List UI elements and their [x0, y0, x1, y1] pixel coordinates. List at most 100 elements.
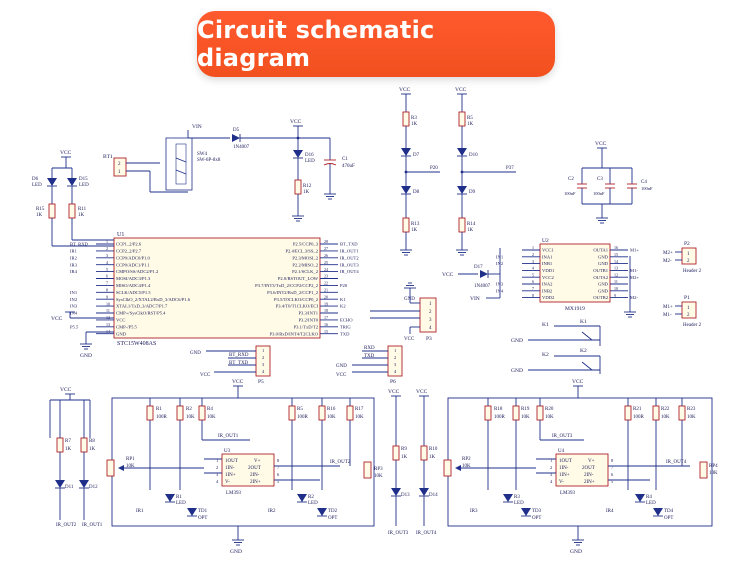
- r11-ref: R11: [78, 207, 87, 212]
- svg-text:V+: V+: [254, 459, 261, 464]
- svg-text:OPT: OPT: [328, 516, 337, 521]
- ir2-label: IR2: [268, 509, 276, 514]
- pin-label: OUTB2: [593, 295, 609, 300]
- vcc-label-irl: VCC: [232, 379, 244, 385]
- d6-ref: D6: [32, 177, 39, 182]
- resistor-r11: R11 1K: [68, 203, 87, 219]
- svg-text:2: 2: [687, 313, 690, 318]
- svg-text:RP2: RP2: [462, 457, 471, 462]
- pin-number: 19: [324, 301, 328, 306]
- d6-name: LED: [32, 183, 42, 188]
- svg-text:R8: R8: [89, 439, 95, 444]
- r12-ref: R12: [303, 184, 312, 189]
- svg-text:2: 2: [118, 162, 121, 167]
- resistor-r10: R10 1K: [420, 445, 438, 461]
- net-label: IR2: [70, 255, 78, 260]
- net-label: P5.5: [70, 324, 79, 329]
- pin-label: GND: [598, 254, 609, 259]
- pin-number: 13: [614, 266, 618, 271]
- net-label: IR_OUT3: [340, 262, 359, 267]
- resistor-r18: R18 100R: [484, 405, 506, 421]
- d15-ref: D15: [79, 177, 88, 182]
- r15-name: 1K: [36, 213, 43, 218]
- svg-text:M1+: M1+: [663, 305, 673, 310]
- pin-number: 8: [532, 293, 534, 298]
- pin-number: 1: [106, 239, 108, 244]
- gnd-label-irr: GND: [570, 549, 582, 555]
- d16-name: LED: [305, 159, 315, 164]
- svg-text:OPT: OPT: [198, 516, 207, 521]
- pin-label: P2.2/MISO_2: [292, 262, 318, 267]
- svg-text:10K: 10K: [661, 415, 670, 420]
- pin-label: OUTB1: [593, 268, 609, 273]
- net-label: IR4: [70, 269, 78, 274]
- svg-text:OPT: OPT: [664, 516, 673, 521]
- svg-text:2IN-: 2IN-: [584, 473, 594, 478]
- u2-ref: U2: [542, 238, 549, 244]
- c2-ref: C2: [568, 177, 574, 182]
- svg-text:5: 5: [277, 479, 280, 484]
- resistor-r4: R4 10K: [198, 405, 216, 421]
- svg-text:4: 4: [216, 479, 219, 484]
- pin-number: 21: [324, 288, 328, 293]
- net-label: BT_TXD: [340, 242, 358, 247]
- pin-number: 8: [106, 288, 108, 293]
- led-d13: D13: [390, 487, 410, 498]
- svg-text:R4: R4: [207, 407, 213, 412]
- svg-text:R22: R22: [661, 407, 670, 412]
- svg-text:M1-: M1-: [663, 313, 672, 318]
- pin-label: INB2: [542, 288, 553, 293]
- d10-ref: D10: [469, 153, 478, 158]
- c3-ref: C3: [597, 177, 603, 182]
- pin-label: P2.4/ECI_3/SS_2: [285, 249, 318, 254]
- svg-text:D13: D13: [401, 493, 410, 498]
- pin-label: CMP-/P5.5: [116, 324, 138, 329]
- pin-number: 7: [532, 286, 534, 291]
- pin-label: P3.5/T0CLKO/CCP0_2: [274, 297, 319, 302]
- pin-number: 6: [106, 274, 108, 279]
- svg-text:10K: 10K: [207, 415, 216, 420]
- svg-text:8: 8: [277, 458, 280, 463]
- diode-d17: D17 1N4007: [474, 265, 491, 289]
- ir-led-r2: R2 LED: [296, 493, 318, 506]
- pin-label: P3.2/INT0: [298, 318, 318, 323]
- pin-number: 23: [324, 274, 328, 279]
- potentiometer-rp2: RP2 10K: [443, 457, 471, 477]
- svg-text:GND: GND: [190, 351, 201, 356]
- svg-text:5: 5: [611, 479, 614, 484]
- ir-out3-net-a: IR_OUT3: [552, 434, 573, 439]
- svg-text:RP4: RP4: [709, 464, 718, 469]
- k2-gnd: GND: [511, 368, 523, 374]
- pin-label: P3.3/INT1: [298, 311, 318, 316]
- header-p2: P2 1 2 Header 2 M2+ M2-: [663, 241, 702, 274]
- pin-number: 4: [106, 260, 108, 265]
- svg-text:OPT: OPT: [532, 516, 541, 521]
- svg-text:4: 4: [429, 326, 432, 331]
- ir-out1-net-a: IR_OUT1: [218, 434, 239, 439]
- r3-name: 1K: [411, 122, 418, 127]
- svg-text:4: 4: [262, 369, 265, 374]
- pin-number: 9: [614, 293, 616, 298]
- pin-number: 17: [324, 315, 328, 320]
- pin-label: VCC1: [542, 248, 554, 253]
- svg-text:2IN+: 2IN+: [584, 480, 595, 485]
- pin-label: SysClkO_2/XTAL2/RxD_3/ADC6/P1.6: [116, 297, 191, 302]
- p1-name: Header 2: [683, 323, 702, 328]
- svg-text:R21: R21: [633, 407, 642, 412]
- net-label: IN1: [70, 290, 78, 295]
- svg-text:2IN+: 2IN+: [250, 480, 261, 485]
- led-d6: D6 LED: [32, 177, 58, 188]
- resistor-r22: R22 10K: [652, 405, 670, 421]
- resistor-r7: R7 1K: [56, 437, 72, 453]
- pin-label: P3.7/INT3/TxD_2/CCP2/CCP2_2: [255, 283, 319, 288]
- pin-number: 10: [614, 286, 618, 291]
